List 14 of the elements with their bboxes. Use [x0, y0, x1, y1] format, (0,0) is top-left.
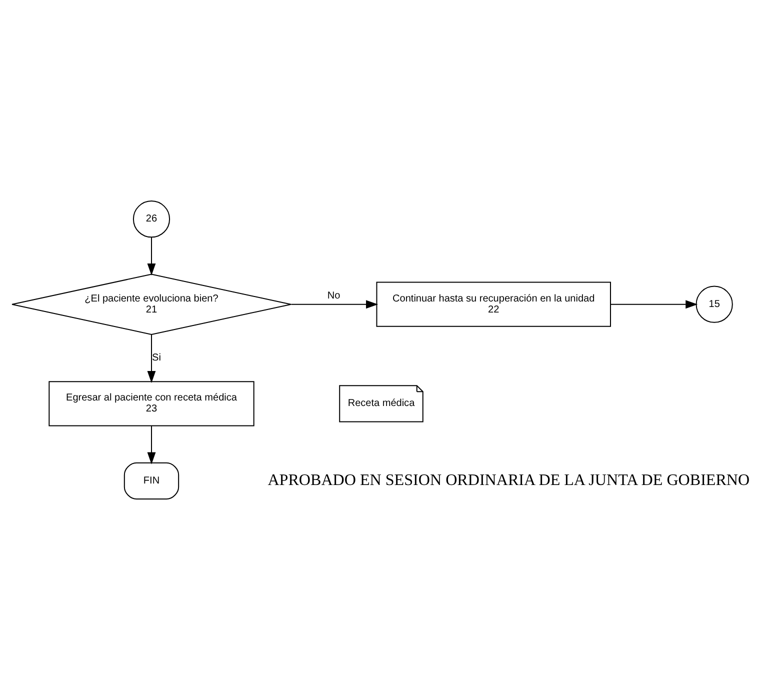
arrow: [147, 426, 156, 464]
node-circle: 26: [132, 200, 170, 238]
edge-label: No: [327, 290, 340, 301]
node-box: Egresar al paciente con receta médica 23: [48, 380, 254, 426]
arrow: [610, 300, 698, 308]
node-box: Continuar hasta su recuperación en la unidad 22: [376, 281, 611, 326]
edge-label: Si: [152, 352, 161, 364]
arrow: [147, 334, 156, 383]
arrow: [291, 300, 378, 308]
label: APROBADO EN SESION ORDINARIA DE LA JUNTA DE GOBIERNO: [268, 471, 750, 488]
node-box: FIN: [124, 462, 180, 499]
node-diamond: ¿El paciente evoluciona bien? 21: [12, 273, 292, 334]
node-circle: 15: [696, 285, 733, 322]
arrow: [147, 236, 156, 275]
